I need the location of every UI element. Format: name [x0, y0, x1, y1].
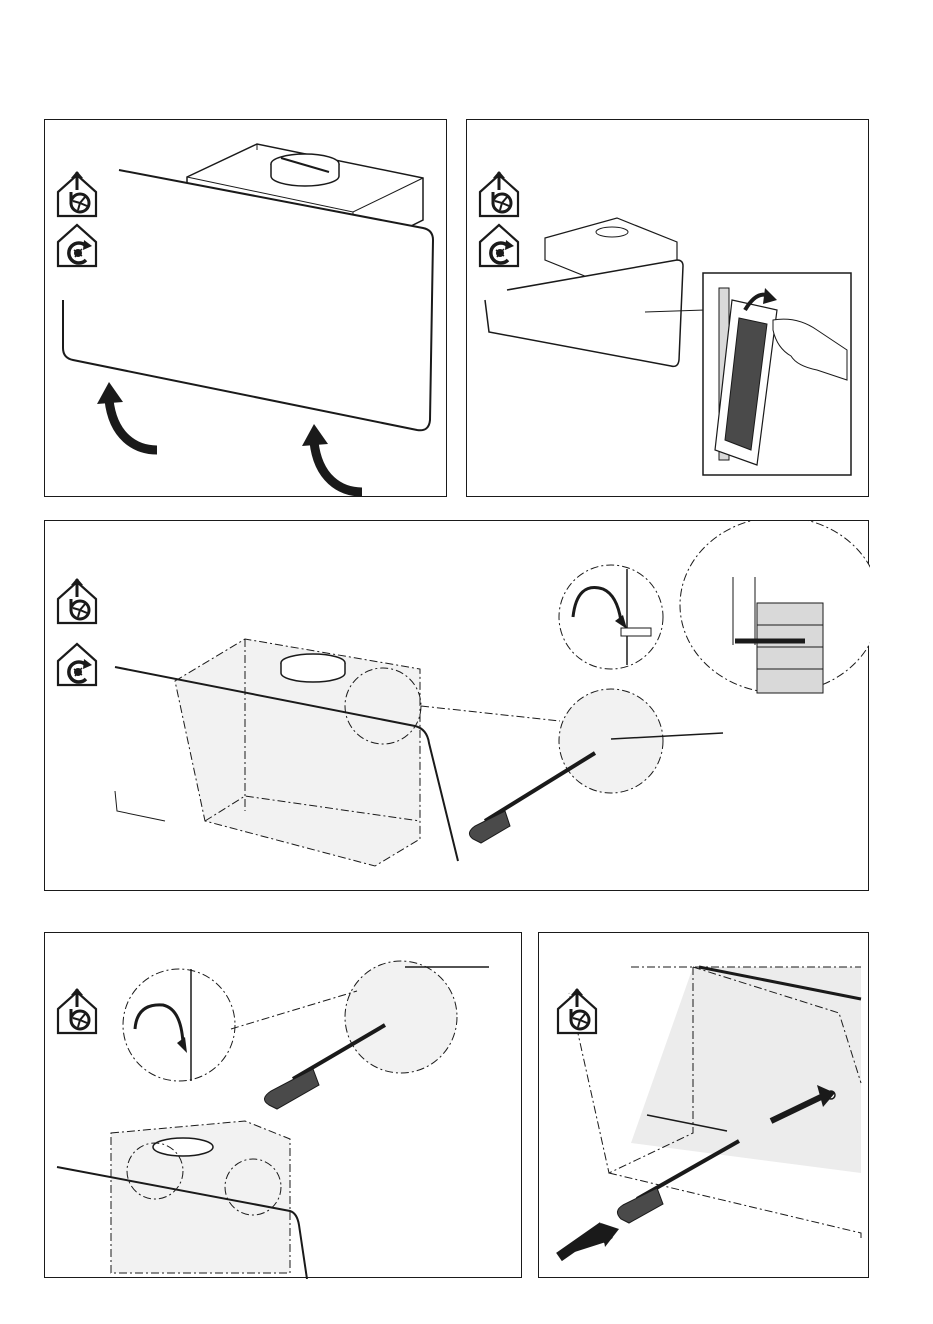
recirculation-mode-icon — [476, 220, 522, 270]
wall-anchor-illustration — [539, 933, 870, 1279]
curved-arrow-icon — [95, 378, 165, 458]
panel-3 — [44, 520, 869, 891]
panel-4 — [44, 932, 522, 1278]
screw-fixing-illustration — [45, 933, 523, 1279]
curved-arrow-icon — [300, 420, 370, 500]
ducted-mode-icon — [54, 987, 100, 1037]
recirculation-mode-icon — [54, 220, 100, 270]
ducted-mode-icon — [54, 577, 100, 627]
recirculation-mode-icon — [54, 639, 100, 689]
wall-fixing-illustration — [45, 521, 870, 892]
panel-5 — [538, 932, 869, 1278]
panel-1 — [44, 119, 447, 497]
ducted-mode-icon — [54, 170, 100, 220]
panel-2 — [466, 119, 869, 497]
ducted-mode-icon — [476, 170, 522, 220]
filter-removal-illustration — [467, 120, 870, 498]
ducted-mode-icon — [554, 987, 600, 1037]
